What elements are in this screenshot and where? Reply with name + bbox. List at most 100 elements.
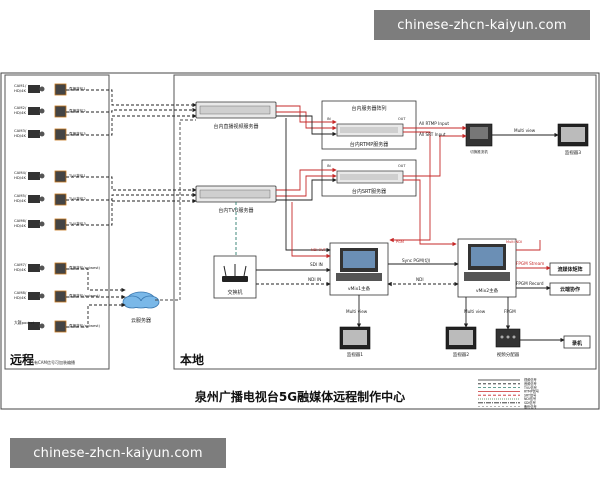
legend-label: 视频信号 — [524, 377, 537, 382]
camera-lens-icon — [39, 265, 45, 271]
camera-name: HD/4K — [14, 110, 26, 115]
watermark-top: chinese-zhcn-kaiyun.com — [374, 10, 590, 40]
stream-matrix-label: 流媒体矩阵 — [557, 266, 582, 273]
srt-out-label: OUT — [398, 164, 406, 168]
backpack-label: TVU背包3 — [68, 221, 86, 226]
server-live-video-label: 台内直播视频服务器 — [213, 123, 258, 130]
vmix-2-label: vMix2主备 — [476, 287, 499, 294]
camera-name: CAM8/ — [14, 290, 27, 295]
legend-label: 备份信号 — [524, 404, 537, 409]
backpack-label: TVU背包1 — [68, 173, 86, 178]
label-fpgm: FPGM — [504, 309, 516, 314]
camera-name: HD/4K — [14, 88, 26, 93]
monitor-2-label: 监视器2 — [453, 351, 469, 358]
camera-name: CAM5/ — [14, 193, 27, 198]
cloud-server: 云服务器 — [122, 291, 160, 324]
label-sdi-in: SDI IN — [310, 262, 323, 267]
backpack-icon — [54, 128, 67, 141]
backpack-label: 直播背包(aviwest) — [69, 323, 101, 328]
backpack-icon — [54, 320, 67, 333]
video-distributor-label: 视频分配器 — [497, 351, 520, 358]
monitor-1: 监视器1 — [339, 326, 371, 358]
camera-name: CAM2/ — [14, 105, 27, 110]
label-srt-input: All SRT Input — [419, 132, 446, 137]
outer-frame — [0, 72, 600, 410]
local-region-label: 本地 — [180, 352, 204, 367]
srt-server-box: 台内SRT服务器 IN OUT — [321, 159, 417, 197]
vmix-1: vMix1主备 — [329, 242, 389, 296]
cam-links — [66, 89, 197, 328]
camera-item: CAM2/HD/4K 直播背包2 — [14, 105, 86, 118]
backpack-label: 直播背包2 — [69, 108, 86, 113]
label-fpgm-stream: FPGM Stream — [516, 261, 544, 266]
legend-label: SDI信号 — [524, 400, 536, 405]
camera-name: HD/4K — [14, 267, 26, 272]
network-switch: 交换机 — [213, 255, 257, 299]
legend-label: NDI信号 — [524, 396, 536, 401]
stream-matrix: 流媒体矩阵 — [549, 262, 591, 276]
label-multiview-1: Multi view — [346, 309, 368, 314]
camera-icon — [28, 220, 40, 228]
vmix-1-label: vMix1主备 — [348, 285, 371, 292]
monitor-2: 监视器2 — [445, 326, 477, 358]
server-tvu: 台内TVU服务器 — [195, 185, 277, 214]
camera-icon — [28, 292, 40, 300]
label-multiview-top: Multi view — [514, 128, 536, 133]
camera-lens-icon — [39, 323, 45, 329]
legend-label: TVU信号 — [523, 385, 537, 390]
label-ndi-out: NDI OUT — [311, 248, 327, 252]
camera-lens-icon — [39, 173, 45, 179]
camera-icon — [28, 322, 40, 330]
rtmp-server-label: 台内RTMP服务器 — [350, 141, 389, 148]
recorder-label: 录机 — [572, 340, 582, 347]
camera-icon — [28, 264, 40, 272]
label-fpgm-record: FPGM Record — [516, 281, 544, 286]
label-sync-pgm: Sync PGM(切) — [402, 257, 431, 264]
stream-encoder-label: 切换推流机 — [470, 149, 488, 154]
camera-name: CAM7/ — [14, 262, 27, 267]
camera-name: CAM3/ — [14, 128, 27, 133]
camera-lens-icon — [39, 131, 45, 137]
server-array-label: 台内服务器阵列 — [351, 105, 386, 112]
backpack-icon — [54, 262, 67, 275]
camera-icon — [28, 85, 40, 93]
legend-label: SRT信号 — [524, 392, 536, 397]
monitor-1-label: 监视器1 — [347, 351, 363, 358]
camera-name: CAM4/ — [14, 170, 27, 175]
legend-label: 音频信号 — [524, 381, 537, 386]
cloud-collab: 云端协作 — [549, 282, 591, 296]
camera-name: 大疆pocket — [14, 320, 35, 325]
label-ndi-in: NDI IN — [308, 277, 321, 282]
camera-lens-icon — [39, 221, 45, 227]
vmix-2: vMix2主备 — [457, 238, 517, 298]
server-live-video: 台内直播视频服务器 — [195, 101, 277, 130]
line-labels: All RTMP Input All SRT Input Multi view … — [308, 121, 544, 314]
server-array: 台内服务器阵列 台内RTMP服务器 IN OUT — [321, 100, 417, 150]
local-region — [173, 74, 597, 370]
camera-name: CAM1/ — [14, 83, 27, 88]
remote-region-label: 远程 — [10, 352, 34, 367]
monitor-3-label: 监视器3 — [565, 149, 581, 156]
backpack-icon — [54, 170, 67, 183]
network-switch-label: 交换机 — [227, 289, 242, 296]
monitor-3: 监视器3 — [557, 123, 589, 156]
remote-region — [4, 74, 110, 370]
backpack-icon — [54, 193, 67, 206]
backpack-label: TVU背包2 — [68, 196, 86, 201]
stream-encoder: 切换推流机 — [465, 123, 493, 154]
label-multiview-2: Multi view — [464, 309, 486, 314]
video-distributor: 视频分配器 — [495, 328, 521, 358]
camera-name: HD/4K — [14, 295, 26, 300]
watermark-bottom: chinese-zhcn-kaiyun.com — [10, 438, 226, 468]
srt-in-label: IN — [327, 164, 331, 168]
diagram-title: 泉州广播电视台5G融媒体远程制作中心 — [195, 389, 405, 404]
remote-note: 所有CAM信号可加装编播 — [30, 359, 75, 365]
